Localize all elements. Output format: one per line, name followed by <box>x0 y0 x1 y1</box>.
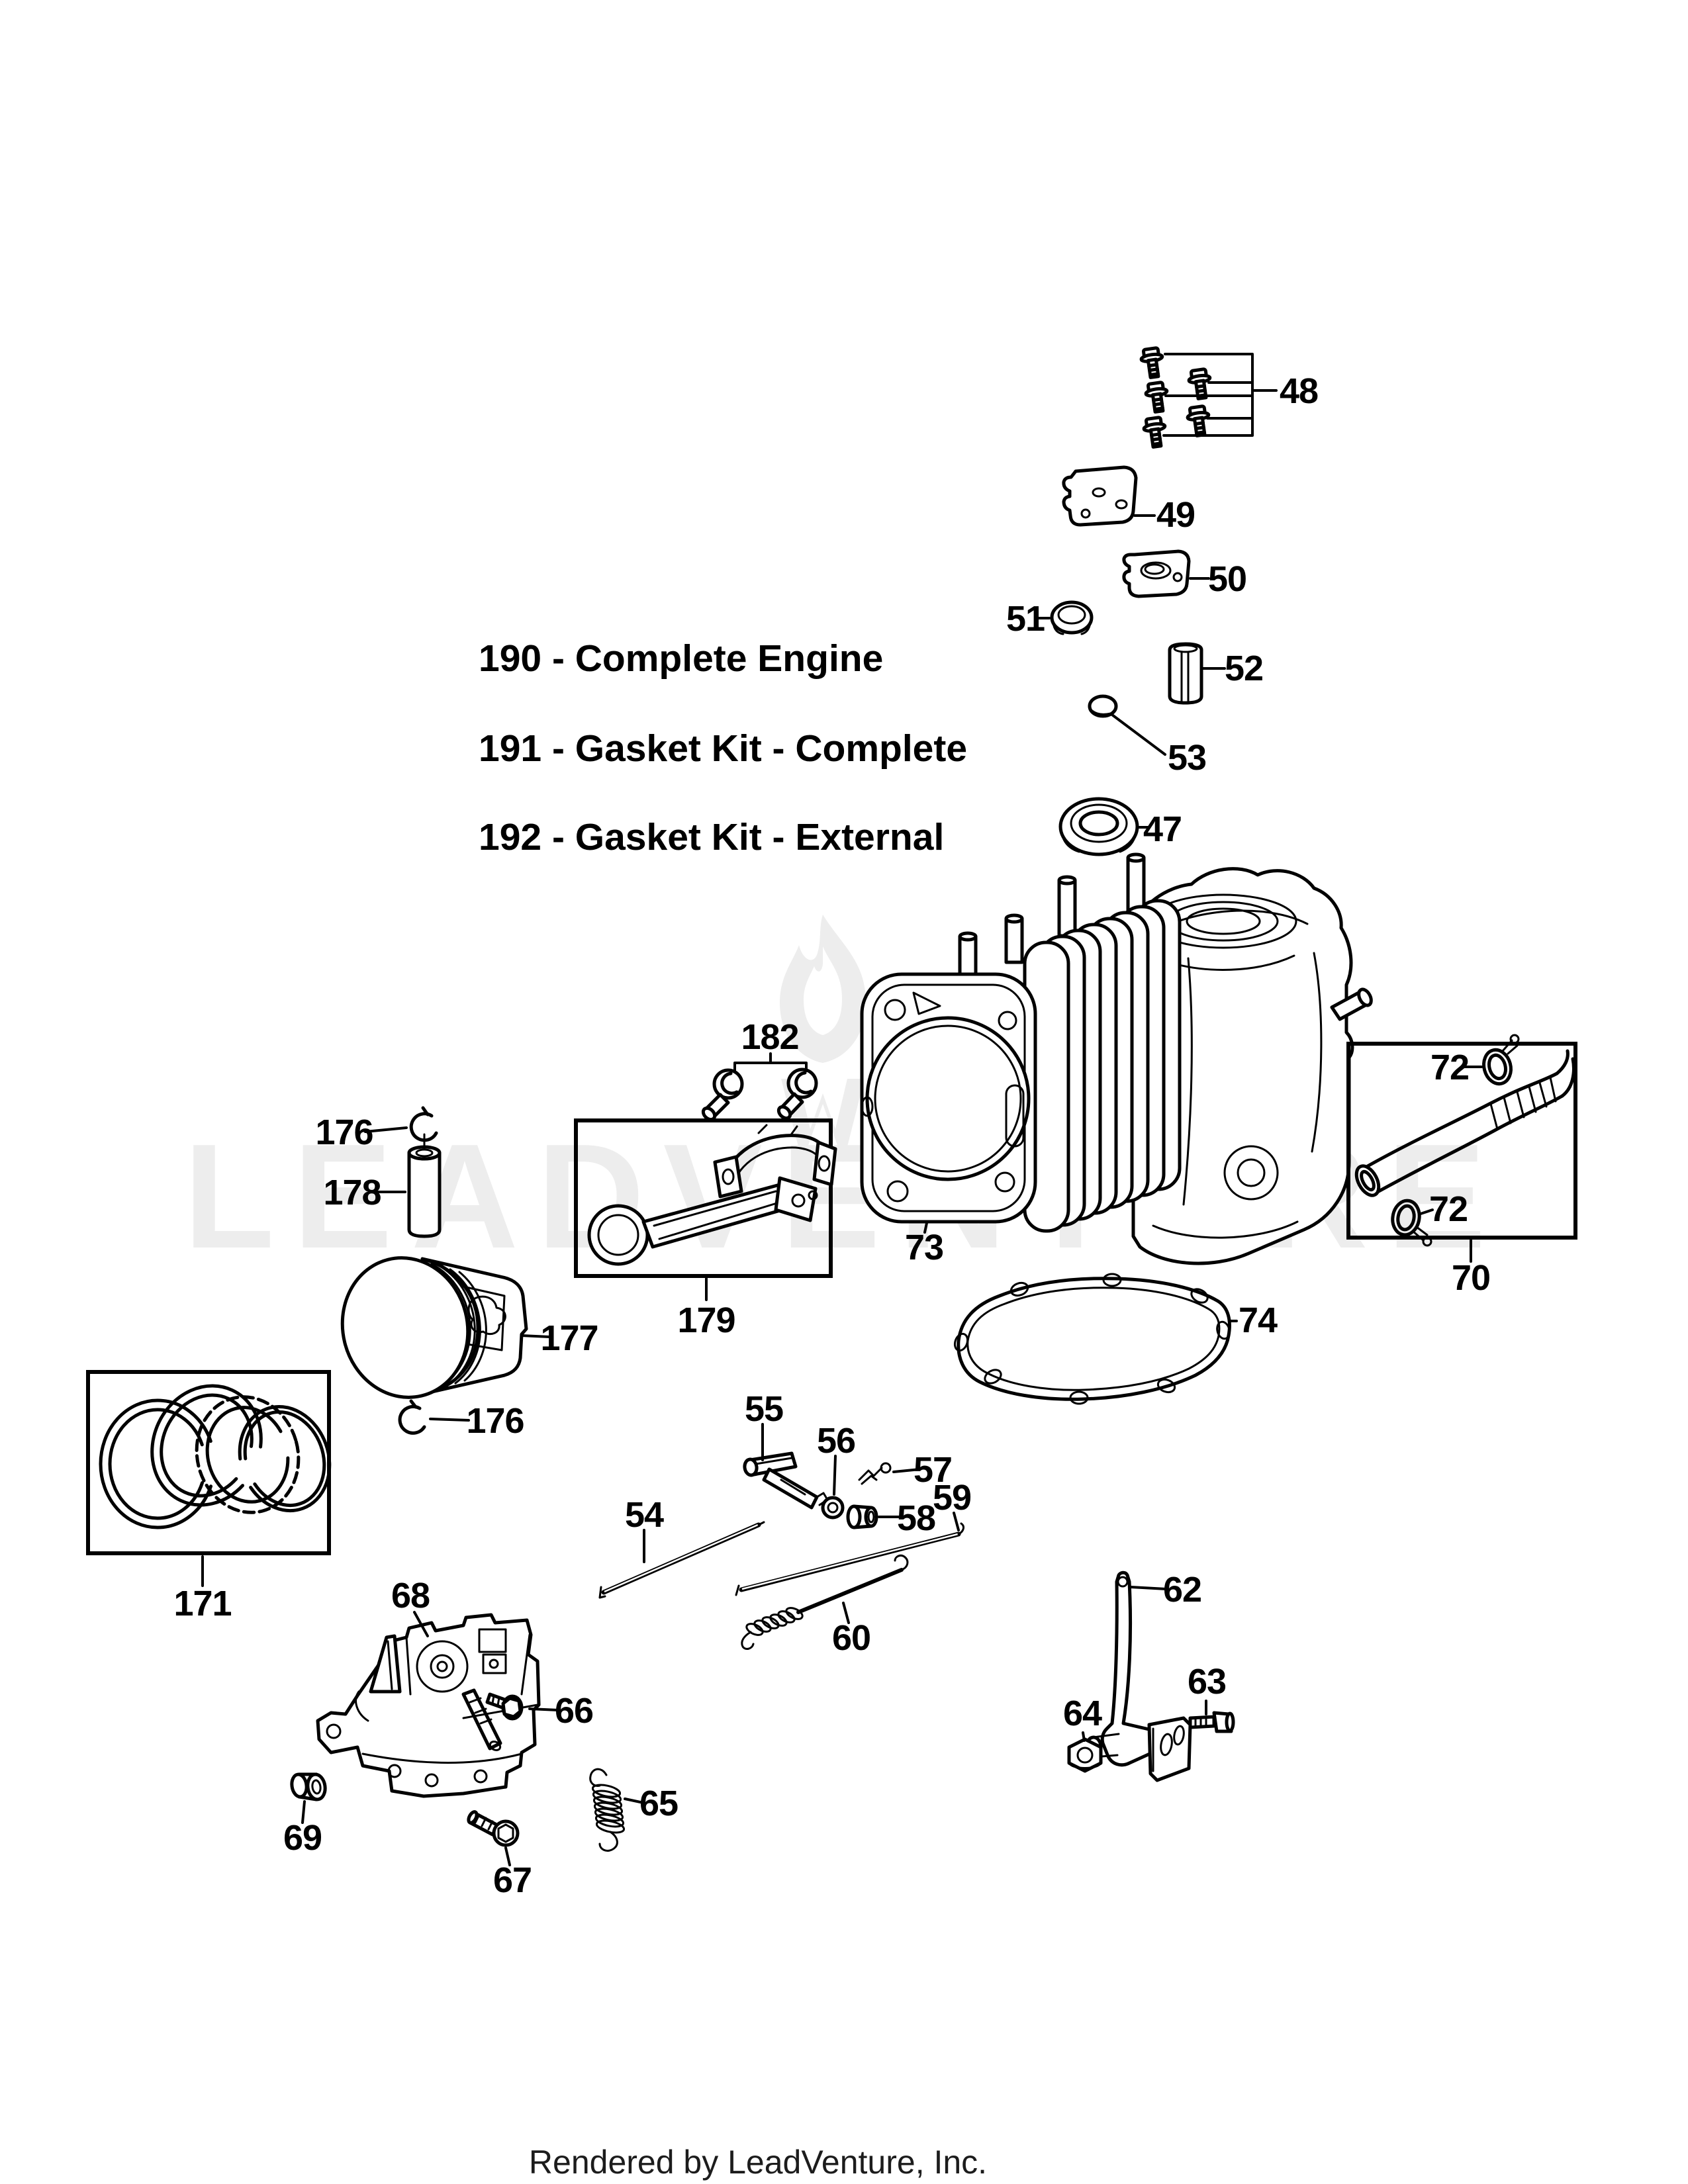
gasket-bolt-ears <box>953 1273 1231 1405</box>
flame-logo-inner <box>804 946 842 1035</box>
part-50-plate: 50 <box>1122 549 1247 599</box>
callout-56[interactable]: 56 <box>817 1421 856 1461</box>
callout-62[interactable]: 62 <box>1163 1570 1202 1610</box>
coil-drawing <box>741 1554 909 1650</box>
part-55-lever: 55 <box>743 1389 829 1510</box>
callout-52[interactable]: 52 <box>1225 649 1264 688</box>
callout-72-bottom[interactable]: 72 <box>1429 1189 1468 1229</box>
part-73-cylinder-block: 73 <box>860 852 1373 1267</box>
clip-drawing <box>858 1462 892 1485</box>
callout-65[interactable]: 65 <box>639 1784 679 1823</box>
spring-drawing <box>589 1768 626 1852</box>
callout-58[interactable]: 58 <box>897 1498 936 1538</box>
callout-57[interactable]: 57 <box>914 1450 953 1490</box>
callout-49[interactable]: 49 <box>1156 495 1196 535</box>
callout-64[interactable]: 64 <box>1063 1694 1103 1733</box>
part-48-bolts: 48 <box>1139 346 1319 449</box>
part-51-seal: 51 <box>1006 599 1094 639</box>
callout-63[interactable]: 63 <box>1188 1662 1227 1702</box>
clip-bottom-drawing <box>398 1399 426 1435</box>
bolt-63-drawing <box>1188 1711 1235 1733</box>
bushing-69-drawing <box>290 1772 327 1801</box>
rod-drawing <box>587 1176 818 1266</box>
rod-bolt-drawings <box>701 1068 818 1122</box>
callout-177[interactable]: 177 <box>540 1318 598 1358</box>
part-54-rod: 54 <box>598 1495 765 1599</box>
callout-72-top[interactable]: 72 <box>1430 1048 1470 1087</box>
part-53-plug: 53 <box>1088 694 1207 778</box>
callout-178[interactable]: 178 <box>323 1173 381 1212</box>
part-68-bracket: 68 <box>316 1576 541 1798</box>
bracket-details <box>326 1628 539 1788</box>
part-56-washer: 56 <box>817 1421 856 1520</box>
rod-cap-drawing <box>713 1124 837 1199</box>
part-60-spring-link: 60 <box>741 1554 909 1658</box>
head-gasket-face <box>860 972 1037 1224</box>
part-66-bolt: 66 <box>485 1691 594 1731</box>
part-64-nut: 64 <box>1063 1694 1103 1773</box>
callout-176-bottom[interactable]: 176 <box>466 1401 524 1441</box>
callout-69[interactable]: 69 <box>283 1818 322 1858</box>
part-65-spring: 65 <box>589 1768 679 1852</box>
part-176-178-pin-group: 176 178 <box>315 1106 442 1238</box>
cooling-fins <box>1023 899 1182 1233</box>
part-179-connecting-rod: 179 <box>574 1118 837 1340</box>
callout-54[interactable]: 54 <box>625 1495 665 1535</box>
part-49-plate: 49 <box>1062 465 1196 535</box>
part-57-clip: 57 <box>858 1450 953 1490</box>
part-69-bushing: 69 <box>283 1772 327 1858</box>
callout-70[interactable]: 70 <box>1452 1258 1491 1298</box>
render-credit: Rendered by LeadVenture, Inc. <box>529 2144 987 2181</box>
lever-drawing <box>743 1451 829 1510</box>
callout-55[interactable]: 55 <box>745 1389 784 1429</box>
ring-drawings <box>99 1384 332 1529</box>
callout-59[interactable]: 59 <box>933 1478 972 1518</box>
bolt-67-drawing <box>467 1810 520 1847</box>
part-62-lever: 62 <box>1084 1570 1202 1782</box>
part-47-oil-seal: 47 <box>1058 797 1182 856</box>
part-list-item-192[interactable]: 192 - Gasket Kit - External <box>479 816 944 858</box>
part-67-bolt: 67 <box>467 1810 532 1900</box>
bushing-drawing <box>846 1504 878 1529</box>
callout-66[interactable]: 66 <box>555 1691 594 1731</box>
callout-67[interactable]: 67 <box>493 1860 532 1900</box>
part-63-bolt: 63 <box>1188 1662 1235 1733</box>
part-70-hose-group: 72 72 70 <box>1346 1034 1577 1298</box>
bolt-drawing <box>1139 346 1212 449</box>
callout-73[interactable]: 73 <box>905 1228 944 1267</box>
callout-176-top[interactable]: 176 <box>315 1113 373 1152</box>
part-list-item-191[interactable]: 191 - Gasket Kit - Complete <box>479 727 967 770</box>
part-52-sleeve: 52 <box>1168 642 1264 705</box>
bolt-66-drawing <box>485 1692 524 1721</box>
callout-182[interactable]: 182 <box>741 1017 799 1057</box>
part-74-gasket: 74 <box>953 1273 1278 1405</box>
hose-clamp-top <box>1482 1034 1520 1086</box>
part-list: 190 - Complete Engine 191 - Gasket Kit -… <box>479 637 967 858</box>
callout-53[interactable]: 53 <box>1168 738 1207 778</box>
callout-179[interactable]: 179 <box>677 1300 735 1340</box>
rod-box <box>574 1118 833 1278</box>
part-182-rod-bolts: 182 <box>701 1017 818 1122</box>
callout-50[interactable]: 50 <box>1208 559 1247 599</box>
part-list-item-190[interactable]: 190 - Complete Engine <box>479 637 883 680</box>
hose-detail-box <box>1346 1042 1577 1240</box>
callout-48[interactable]: 48 <box>1280 371 1319 411</box>
part-171-ring-set: 171 <box>86 1370 332 1623</box>
callout-74[interactable]: 74 <box>1239 1300 1278 1340</box>
callout-68[interactable]: 68 <box>391 1576 430 1615</box>
callout-47[interactable]: 47 <box>1143 809 1182 849</box>
part-59-rod: 59 <box>735 1478 972 1596</box>
callout-171[interactable]: 171 <box>173 1584 232 1623</box>
part-58-bushing: 58 <box>846 1498 936 1538</box>
hose-clamp-bottom <box>1391 1199 1432 1247</box>
callout-60[interactable]: 60 <box>832 1618 871 1658</box>
callout-51[interactable]: 51 <box>1006 599 1045 639</box>
hose-drawing <box>1354 1049 1575 1197</box>
piston-pin-drawing <box>407 1145 442 1238</box>
part-177-piston: 177 176 <box>340 1256 599 1441</box>
